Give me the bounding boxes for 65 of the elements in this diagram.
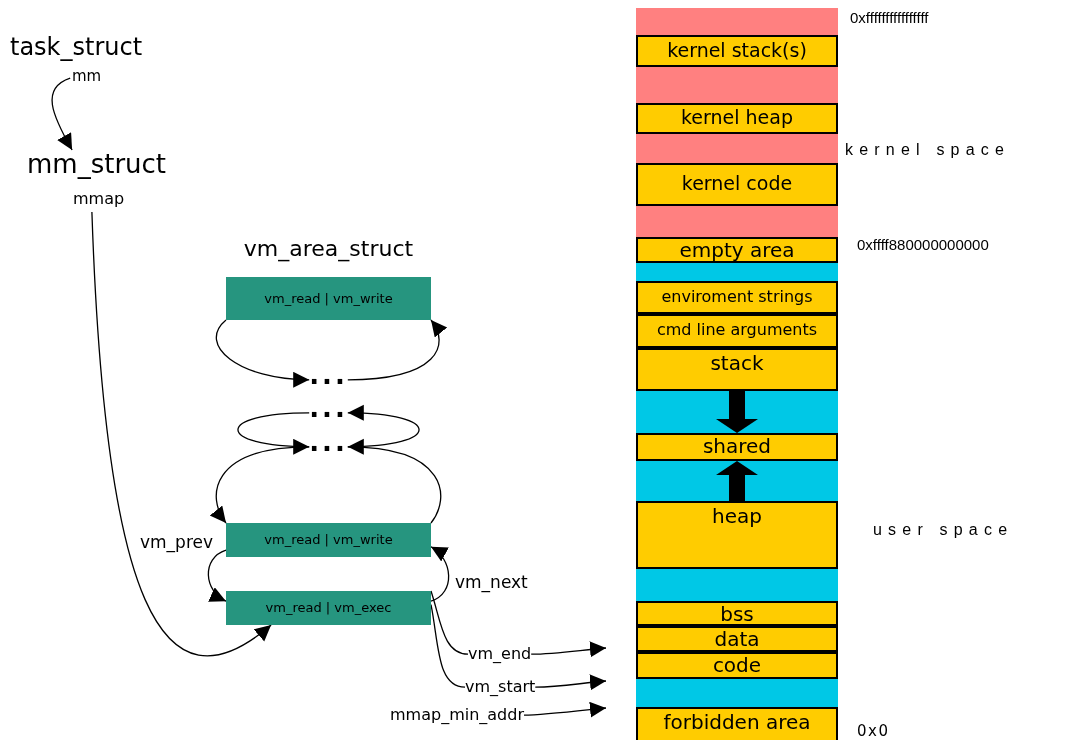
memory-segment-box xyxy=(636,501,838,569)
block-arrow xyxy=(716,391,758,433)
memory-segment-box xyxy=(636,601,838,626)
segment-label: cmd line arguments xyxy=(656,321,818,339)
struct-name: mm_struct xyxy=(27,150,167,180)
arrow xyxy=(51,77,73,151)
memory-segment-box xyxy=(636,281,838,314)
segment-label: empty area xyxy=(679,239,795,261)
region-label: kernel space xyxy=(845,141,1011,160)
arrow xyxy=(237,412,310,455)
segment-label: bss xyxy=(720,603,754,625)
address-label: 0xffffffffffffffff xyxy=(850,9,929,27)
segment-label: heap xyxy=(712,505,762,527)
segment-label: forbidden area xyxy=(663,711,811,733)
field-name: vm_start xyxy=(465,677,536,696)
flag-text: vm_read | vm_write xyxy=(264,291,393,306)
memory-segment-box xyxy=(636,163,838,206)
arrow xyxy=(91,211,272,656)
vma-box xyxy=(226,523,431,557)
segment-label: data xyxy=(714,628,760,650)
field-name: mmap_min_addr xyxy=(390,705,524,724)
memory-segment-box xyxy=(636,626,838,652)
arrow xyxy=(207,549,227,602)
address-label: 0x0 xyxy=(857,723,890,740)
ellipsis: ... xyxy=(309,397,348,419)
flag-text: vm_read | vm_write xyxy=(264,532,393,547)
flag-text: vm_read | vm_exec xyxy=(265,600,392,615)
memory-segment-box xyxy=(636,348,838,391)
memory-segment-box xyxy=(636,652,838,679)
field-name: mm xyxy=(72,68,102,86)
memory-segment-box xyxy=(636,314,838,348)
region-label: user space xyxy=(873,521,1014,540)
arrow xyxy=(534,674,607,691)
arrow xyxy=(215,319,310,388)
memory-segment-box xyxy=(636,103,838,134)
segment-label: kernel stack(s) xyxy=(667,39,807,61)
arrow xyxy=(347,405,420,448)
struct-name: vm_area_struct xyxy=(242,236,415,264)
ellipsis: ... xyxy=(309,364,348,386)
segment-label: shared xyxy=(702,435,772,457)
address-label: 0xffff880000000000 xyxy=(857,236,989,254)
memory-segment-box xyxy=(636,707,838,740)
edge-label: vm_next xyxy=(455,573,528,593)
memory-segment-box xyxy=(636,237,838,263)
arrow xyxy=(430,546,450,602)
segment-label: kernel heap xyxy=(681,107,793,128)
segment-label: code xyxy=(712,654,762,676)
segment-label: enviroment strings xyxy=(661,287,813,306)
field-name: vm_end xyxy=(468,644,532,663)
edge-label: vm_prev xyxy=(140,533,214,553)
ellipsis: ... xyxy=(309,431,348,453)
vma-box xyxy=(226,591,431,625)
arrow xyxy=(347,319,447,381)
block-arrow xyxy=(716,461,758,501)
segment-label: kernel code xyxy=(681,173,793,194)
struct-name: task_struct xyxy=(10,34,143,62)
memory-segment-box xyxy=(636,433,838,461)
arrow xyxy=(530,641,607,658)
arrow xyxy=(523,701,607,718)
segment-label: stack xyxy=(710,352,764,374)
connector-line xyxy=(430,590,469,655)
arrow xyxy=(347,439,442,524)
arrow xyxy=(210,446,310,524)
field-name: mmap xyxy=(73,190,125,209)
memory-segment-box xyxy=(636,35,838,67)
